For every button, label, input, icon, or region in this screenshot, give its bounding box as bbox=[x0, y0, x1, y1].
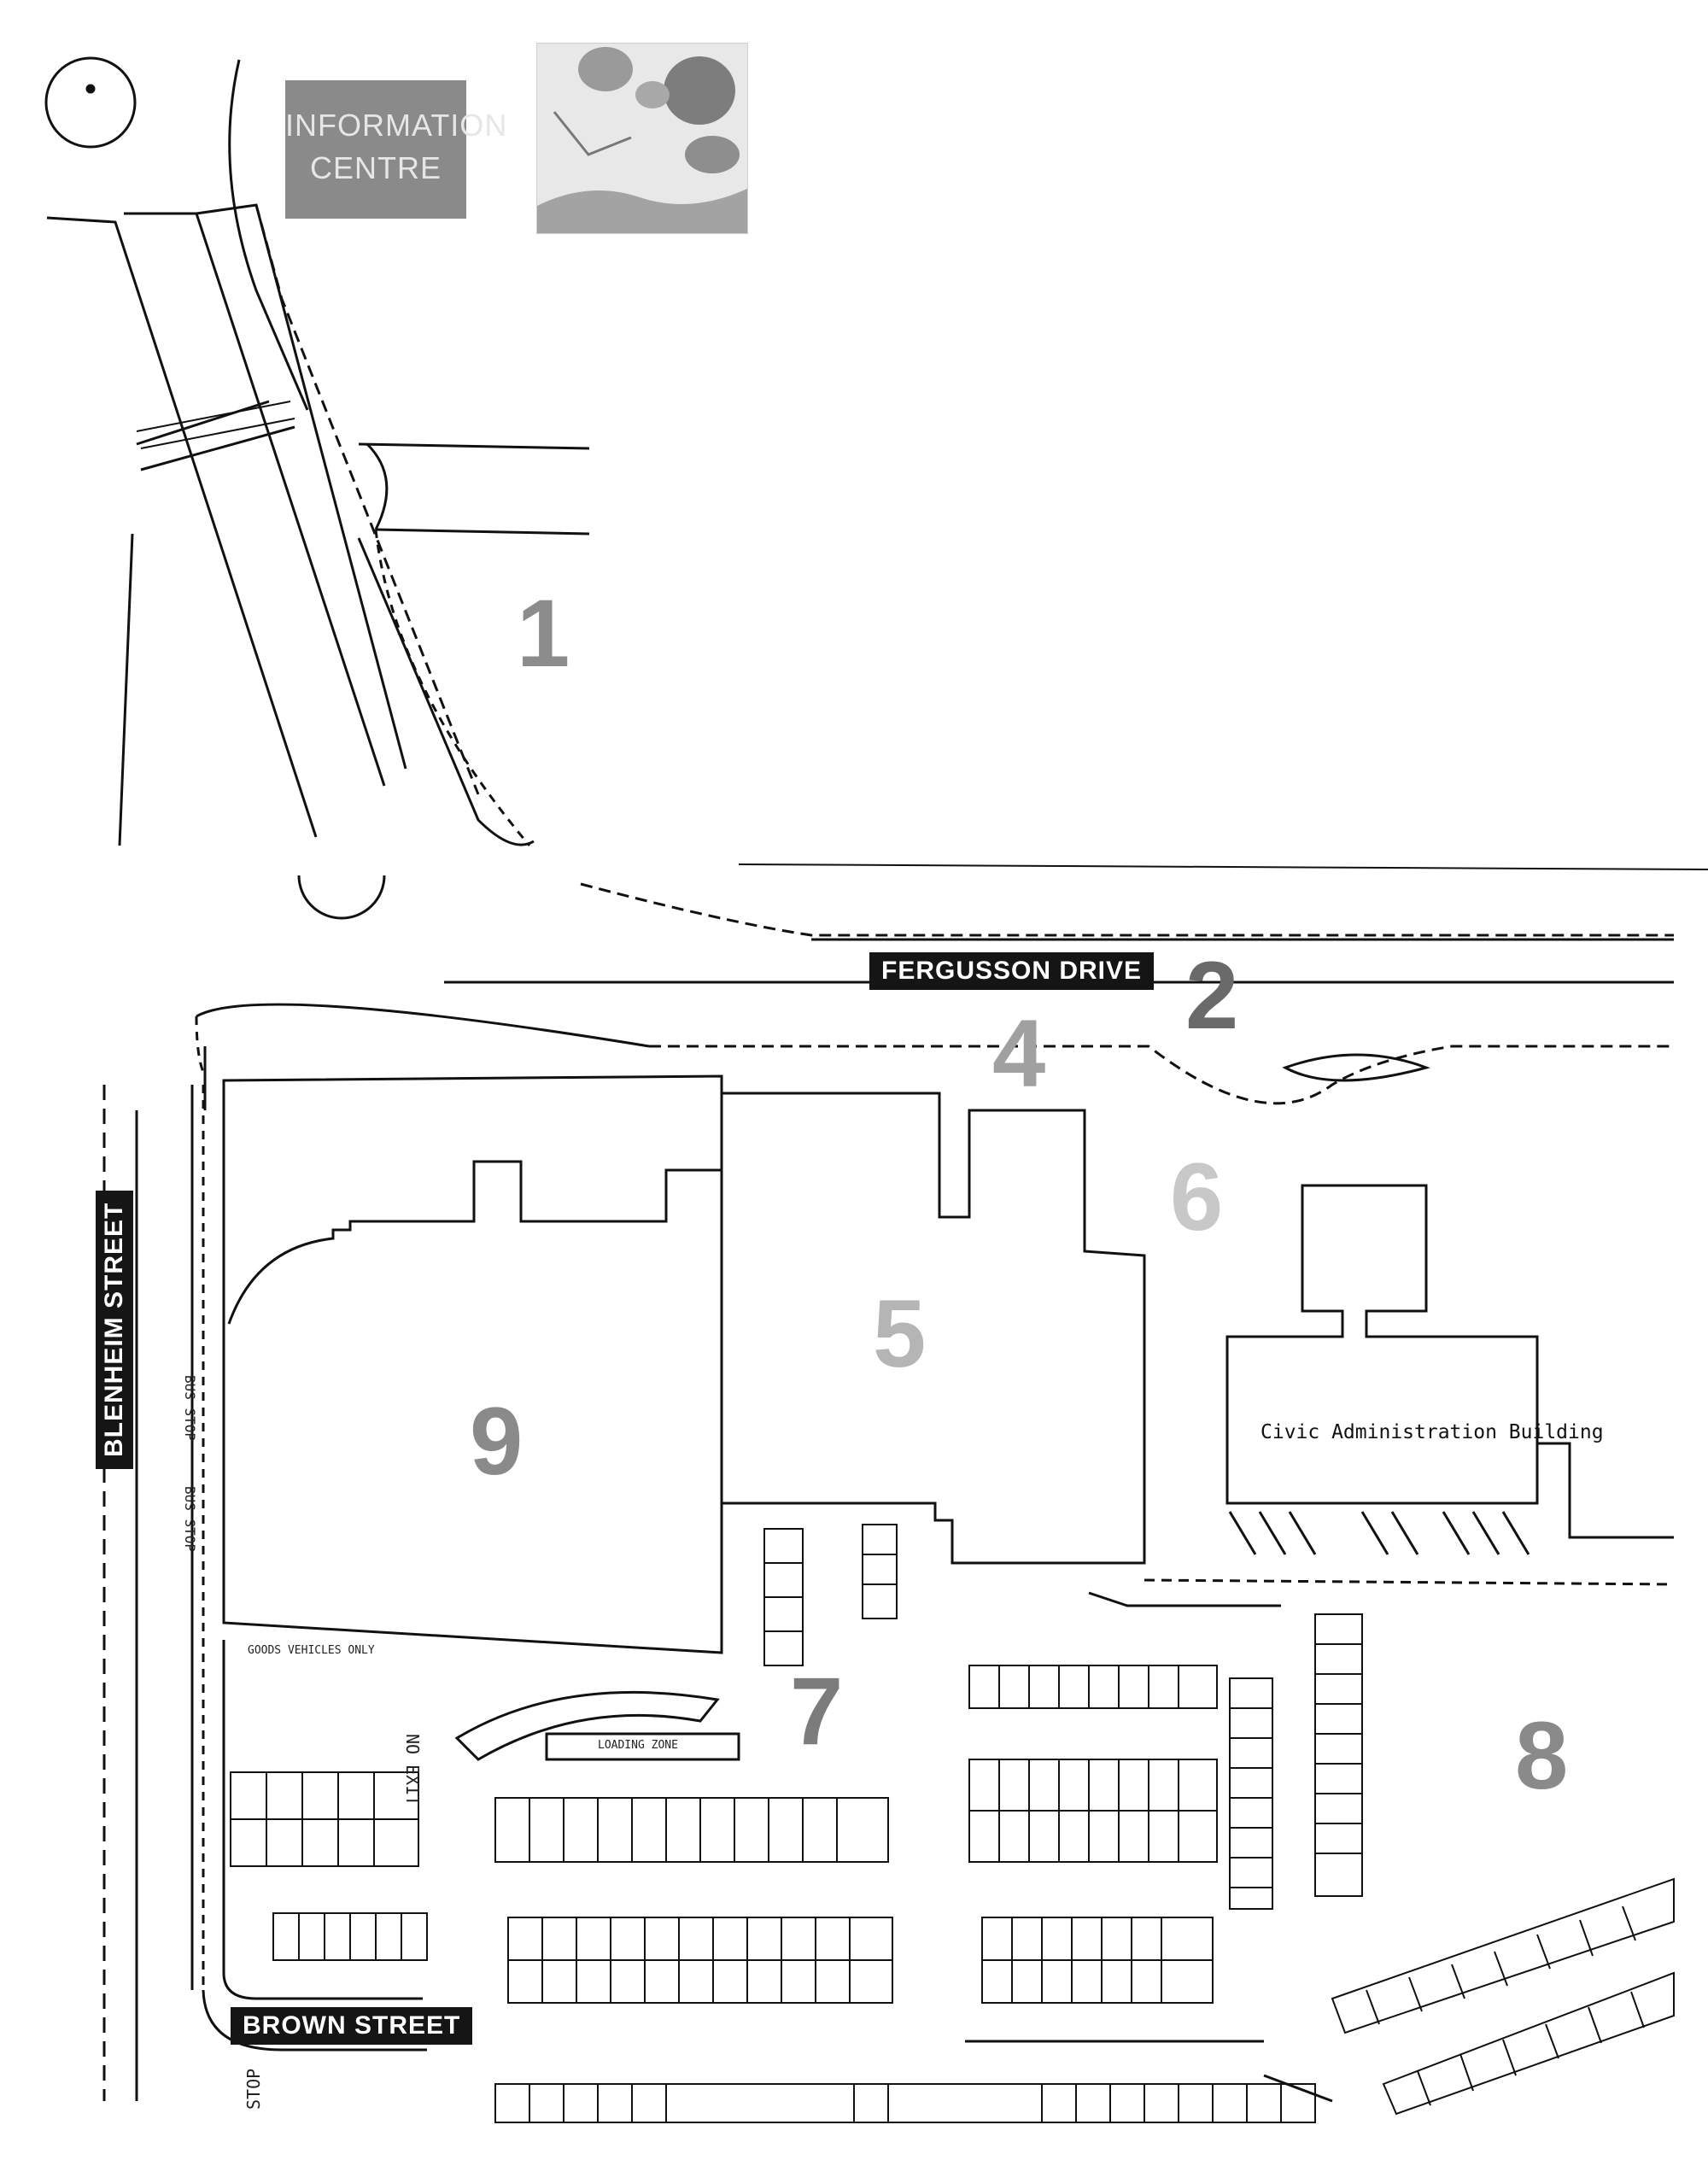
brown-street-label: BROWN STREET bbox=[231, 2007, 473, 2045]
roundabout-top bbox=[44, 56, 137, 149]
zone-7-marker: 7 bbox=[790, 1658, 844, 1765]
zone-9-marker: 9 bbox=[470, 1388, 524, 1495]
brochure-collage-image bbox=[536, 43, 748, 234]
zone-5-marker: 5 bbox=[873, 1280, 927, 1387]
bus-stop-label-1: BUS STOP bbox=[182, 1375, 198, 1442]
zone-6-marker: 6 bbox=[1170, 1144, 1224, 1250]
stop-label: STOP bbox=[243, 2068, 264, 2110]
loading-zone-label: LOADING ZONE bbox=[598, 1739, 678, 1752]
zone-1-marker: 1 bbox=[517, 580, 570, 687]
info-sign-line-2: CENTRE bbox=[309, 150, 442, 185]
civic-administration-building-label: Civic Administration Building bbox=[1261, 1421, 1604, 1443]
zone-4-marker: 4 bbox=[992, 1000, 1046, 1107]
blenheim-street-label: BLENHEIM STREET bbox=[96, 1190, 133, 1469]
no-exit-label: NO EXIT bbox=[402, 1734, 423, 1806]
zone-8-marker: 8 bbox=[1515, 1702, 1569, 1809]
goods-vehicles-label: GOODS VEHICLES ONLY bbox=[248, 1644, 375, 1657]
info-sign-line-1: INFORMATION bbox=[285, 108, 508, 143]
information-centre-sign: INFORMATION CENTRE bbox=[285, 80, 508, 219]
bus-stop-label-2: BUS STOP bbox=[182, 1486, 198, 1553]
fergusson-drive-label: FERGUSSON DRIVE bbox=[869, 952, 1155, 990]
zone-2-marker: 2 bbox=[1185, 942, 1239, 1049]
